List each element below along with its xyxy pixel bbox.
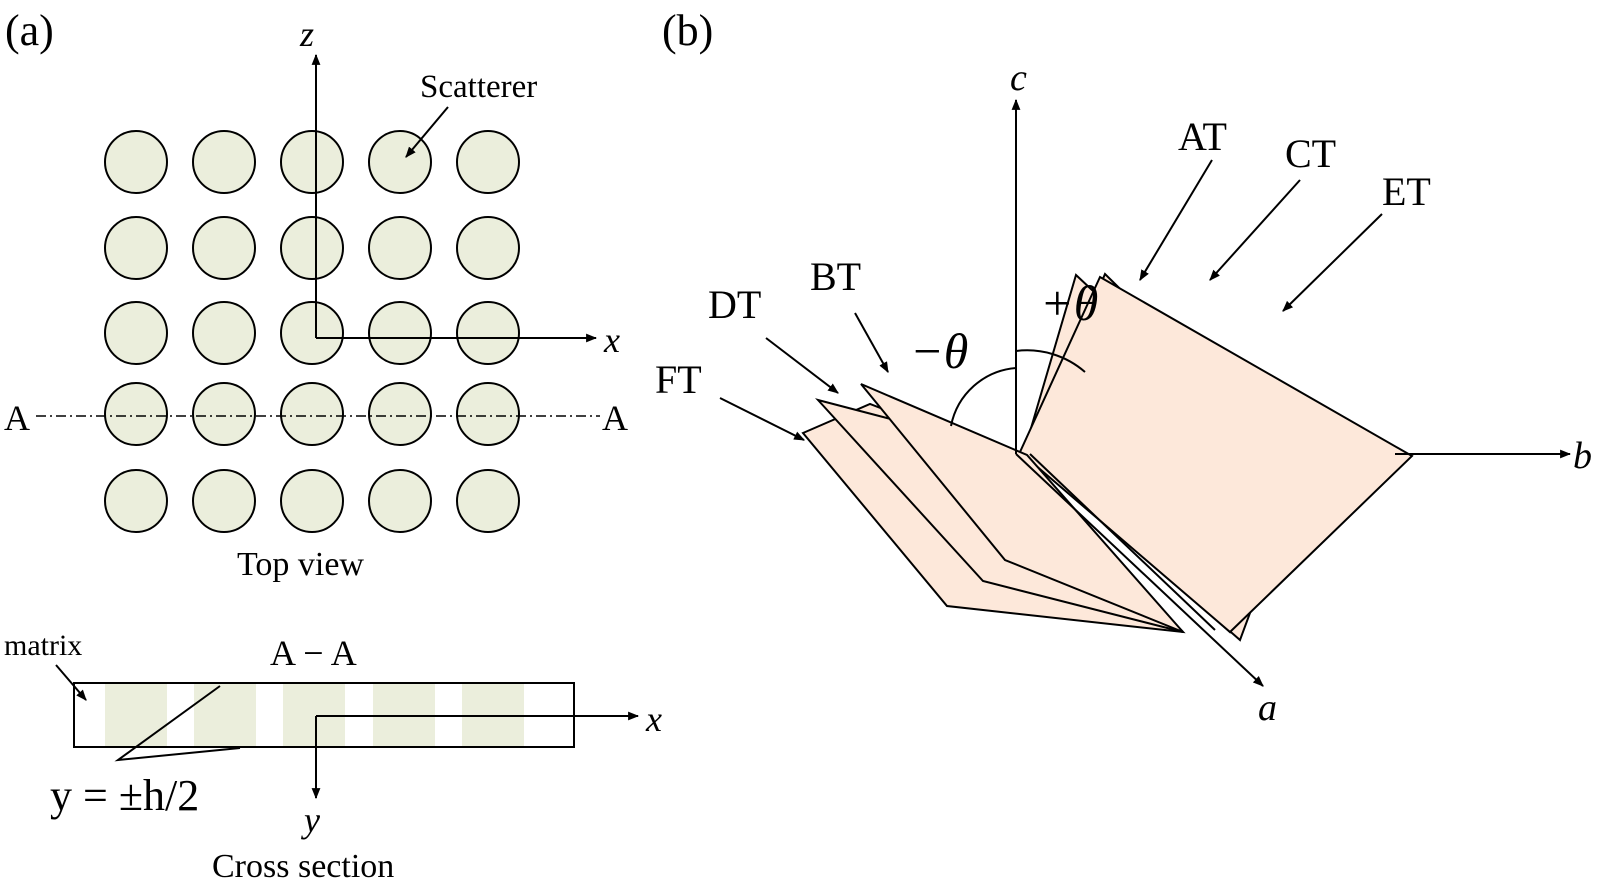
- b-axis-label: b: [1573, 435, 1592, 477]
- pointer-ft: [719, 397, 805, 441]
- scatterer-row-5: [104, 469, 520, 533]
- pointer-at: [1139, 159, 1213, 281]
- scatterer: [104, 382, 168, 446]
- scatterer: [192, 301, 256, 365]
- matrix-label: matrix: [4, 629, 82, 662]
- pointer-ct: [1209, 179, 1301, 281]
- plate-at: [1018, 275, 1414, 634]
- scatterer: [368, 216, 432, 280]
- scatterer: [456, 130, 520, 194]
- panel-a-label: (a): [5, 6, 54, 55]
- scatterer-row-2: [104, 216, 520, 280]
- scatterer: [368, 130, 432, 194]
- plus-theta-label: +θ: [1040, 275, 1098, 331]
- section-right-label: A: [602, 398, 628, 438]
- pointer-et: [1282, 213, 1383, 312]
- label-ct: CT: [1285, 131, 1336, 176]
- a-axis-label: a: [1258, 687, 1277, 729]
- scatterer: [280, 469, 344, 533]
- scatterer-row-3: [104, 301, 520, 365]
- cs-y-axis-label: y: [301, 800, 320, 840]
- a-axis-edge: [1029, 453, 1216, 631]
- scatterer: [456, 469, 520, 533]
- surface-equation: y = ±h/2: [50, 771, 199, 820]
- scatterer-pointer: [405, 106, 449, 158]
- scatterer-section: [194, 683, 256, 747]
- plus-theta-arc: [1015, 349, 1086, 373]
- label-ft: FT: [655, 357, 702, 402]
- panel-b-label: (b): [662, 6, 713, 55]
- scatterer-grid: [104, 130, 520, 533]
- section-left-label: A: [4, 398, 30, 438]
- x-axis-label: x: [603, 320, 620, 360]
- scatterer: [456, 216, 520, 280]
- minus-theta-arc: [950, 367, 1017, 427]
- scatterer: [192, 469, 256, 533]
- scatterer-label: Scatterer: [420, 69, 537, 105]
- scatterer-row-4: [104, 382, 520, 446]
- scatterer: [368, 382, 432, 446]
- label-at: AT: [1178, 114, 1227, 159]
- plate-bt: [860, 383, 1184, 633]
- scatterer: [104, 216, 168, 280]
- section-title: A − A: [270, 633, 357, 673]
- scatterer: [192, 216, 256, 280]
- scatterer: [280, 130, 344, 194]
- scatterer: [280, 216, 344, 280]
- top-view-caption: Top view: [237, 546, 364, 583]
- panel-a: (a): [4, 6, 662, 882]
- scatterer: [368, 301, 432, 365]
- scatterer: [104, 130, 168, 194]
- scatterer-row-1: [104, 130, 520, 194]
- label-et: ET: [1382, 169, 1431, 214]
- a-axis: [1015, 453, 1264, 687]
- cs-x-axis-label: x: [645, 699, 662, 739]
- panel-b: (b) c b a −θ +θ AT CT ET BT DT FT: [655, 6, 1592, 729]
- z-axis-label: z: [299, 14, 314, 54]
- scatterer-section: [105, 683, 167, 747]
- label-bt: BT: [810, 254, 861, 299]
- scatterer: [280, 382, 344, 446]
- matrix-pointer: [55, 664, 87, 701]
- scatterer: [104, 469, 168, 533]
- label-dt: DT: [708, 282, 761, 327]
- surface-pointer: [114, 685, 241, 762]
- pointer-dt: [765, 337, 839, 394]
- cross-section-caption: Cross section: [212, 848, 394, 882]
- scatterer: [456, 382, 520, 446]
- scatterer: [192, 130, 256, 194]
- minus-theta-label: −θ: [910, 323, 968, 379]
- scatterer: [368, 469, 432, 533]
- cross-section: [73, 682, 575, 748]
- scatterer: [280, 301, 344, 365]
- scatterer: [456, 301, 520, 365]
- scatterer: [192, 382, 256, 446]
- scatterer: [104, 301, 168, 365]
- pointer-bt: [854, 312, 889, 373]
- c-axis-label: c: [1010, 57, 1027, 99]
